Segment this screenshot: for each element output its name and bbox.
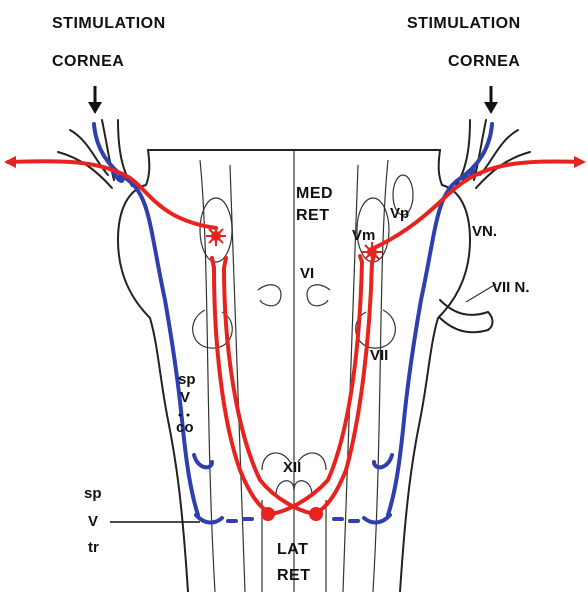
sensory-pathway-left (94, 124, 252, 523)
vm-label: Vm (352, 227, 375, 244)
stimulation-arrow-right (484, 86, 498, 114)
motor-pathway-left (4, 156, 316, 514)
vm-nucleus-burst-right (362, 242, 382, 262)
sp-v-tr-label-1: sp (84, 485, 102, 502)
vm-nucleus-burst-left (206, 226, 226, 246)
brainstem-outline (58, 120, 530, 592)
sp-v-co-label-3: co (176, 419, 194, 436)
stim-right-label-1: STIMULATION (407, 15, 521, 32)
sp-v-co-label-2: V (180, 389, 190, 406)
sp-v-co-label-1: sp (178, 371, 196, 388)
sp-v-tr-label-2: V (88, 513, 98, 530)
vii-n-label: VII N. (492, 279, 530, 296)
vii-label: VII (370, 347, 388, 364)
med-ret-label-1: MED (296, 185, 333, 202)
stim-right-label-2: CORNEA (448, 53, 520, 70)
vp-label: Vp (390, 205, 409, 222)
lat-ret-label-2: RET (277, 567, 311, 584)
labels: STIMULATION CORNEA STIMULATION CORNEA ME… (52, 15, 530, 584)
sp-v-tr-label-3: tr (88, 539, 99, 556)
stim-left-label-1: STIMULATION (52, 15, 166, 32)
med-ret-label-2: RET (296, 207, 330, 224)
vn-label: VN. (472, 223, 497, 240)
stim-left-label-2: CORNEA (52, 53, 124, 70)
xii-label: XII (283, 459, 301, 476)
lat-ret-label-1: LAT (277, 541, 308, 558)
stimulation-arrow-left (88, 86, 102, 114)
vi-label: VI (300, 265, 314, 282)
